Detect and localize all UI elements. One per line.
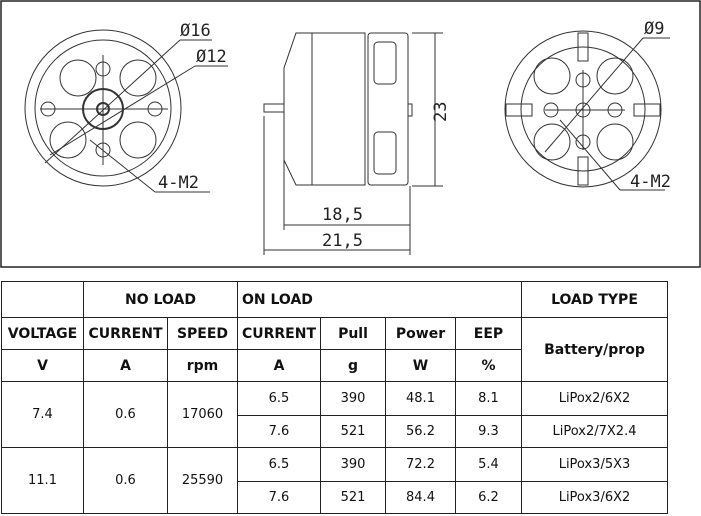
dim-d16: Ø16 <box>180 21 211 41</box>
prop-cell: LiPox2/6X2 <box>521 381 668 416</box>
no-load-current-cell: 0.6 <box>83 447 168 514</box>
dim-4m2-left: 4-M2 <box>158 173 199 193</box>
voltage-cell: 11.1 <box>1 447 84 514</box>
table-row: 7.4 0.6 17060 6.5 390 48.1 8.1 LiPox2/6X… <box>1 381 668 448</box>
motor-dimension-drawing: Ø16 Ø12 4-M2 23 18,5 21,5 Ø9 4-M2 <box>0 0 701 268</box>
power-cell: 56.2 <box>385 415 456 448</box>
unit-g: g <box>320 349 386 382</box>
dim-d12: Ø12 <box>196 47 227 67</box>
unit-a: A <box>83 349 168 382</box>
table-row: 11.1 0.6 25590 6.5 390 72.2 5.4 LiPox3/5… <box>1 447 668 514</box>
current-cell: 7.6 <box>237 415 321 448</box>
header-load-current: CURRENT <box>237 317 321 350</box>
dim-length-18-5: 18,5 <box>322 205 363 225</box>
header-pull: Pull <box>320 317 386 350</box>
group-no-load: NO LOAD <box>83 281 238 318</box>
unit-rpm: rpm <box>167 349 238 382</box>
no-load-current-cell: 0.6 <box>83 381 168 448</box>
eep-cell: 8.1 <box>455 381 522 416</box>
current-cell: 6.5 <box>237 447 321 482</box>
header-power: Power <box>385 317 456 350</box>
power-cell: 72.2 <box>385 447 456 482</box>
performance-table: NO LOAD ON LOAD LOAD TYPE VOLTAGE CURREN… <box>1 281 668 514</box>
header-battery-prop: Battery/prop <box>521 317 668 382</box>
current-cell: 6.5 <box>237 381 321 416</box>
group-on-load: ON LOAD <box>237 281 522 318</box>
speed-cell: 17060 <box>167 381 238 448</box>
dim-d9: Ø9 <box>644 19 664 39</box>
pull-cell: 390 <box>320 381 386 416</box>
eep-cell: 5.4 <box>455 447 522 482</box>
voltage-cell: 7.4 <box>1 381 84 448</box>
prop-cell: LiPox3/6X2 <box>521 481 668 514</box>
group-load-type: LOAD TYPE <box>521 281 668 318</box>
rear-view <box>504 30 670 191</box>
dim-4m2-right: 4-M2 <box>630 172 671 192</box>
front-view <box>24 29 228 193</box>
unit-a-load: A <box>237 349 321 382</box>
header-current: CURRENT <box>83 317 168 350</box>
side-view <box>263 32 443 255</box>
table-row: 7.6 521 56.2 9.3 LiPox2/7X2.4 <box>2 415 668 448</box>
dim-length-21-5: 21,5 <box>322 231 363 251</box>
unit-w: W <box>385 349 456 382</box>
pull-cell: 521 <box>320 481 386 514</box>
pull-cell: 521 <box>320 415 386 448</box>
pull-cell: 390 <box>320 447 386 482</box>
header-eep: EEP <box>455 317 522 350</box>
speed-cell: 25590 <box>167 447 238 514</box>
current-cell: 7.6 <box>237 481 321 514</box>
power-cell: 84.4 <box>385 481 456 514</box>
eep-cell: 6.2 <box>455 481 522 514</box>
header-speed: SPEED <box>167 317 238 350</box>
unit-v: V <box>1 349 84 382</box>
prop-cell: LiPox3/5X3 <box>521 447 668 482</box>
table-row: 7.6 521 84.4 6.2 LiPox3/6X2 <box>2 481 668 514</box>
power-cell: 48.1 <box>385 381 456 416</box>
dim-height: 23 <box>431 102 451 122</box>
header-voltage: VOLTAGE <box>1 317 84 350</box>
unit-percent: % <box>455 349 522 382</box>
eep-cell: 9.3 <box>455 415 522 448</box>
prop-cell: LiPox2/7X2.4 <box>521 415 668 448</box>
